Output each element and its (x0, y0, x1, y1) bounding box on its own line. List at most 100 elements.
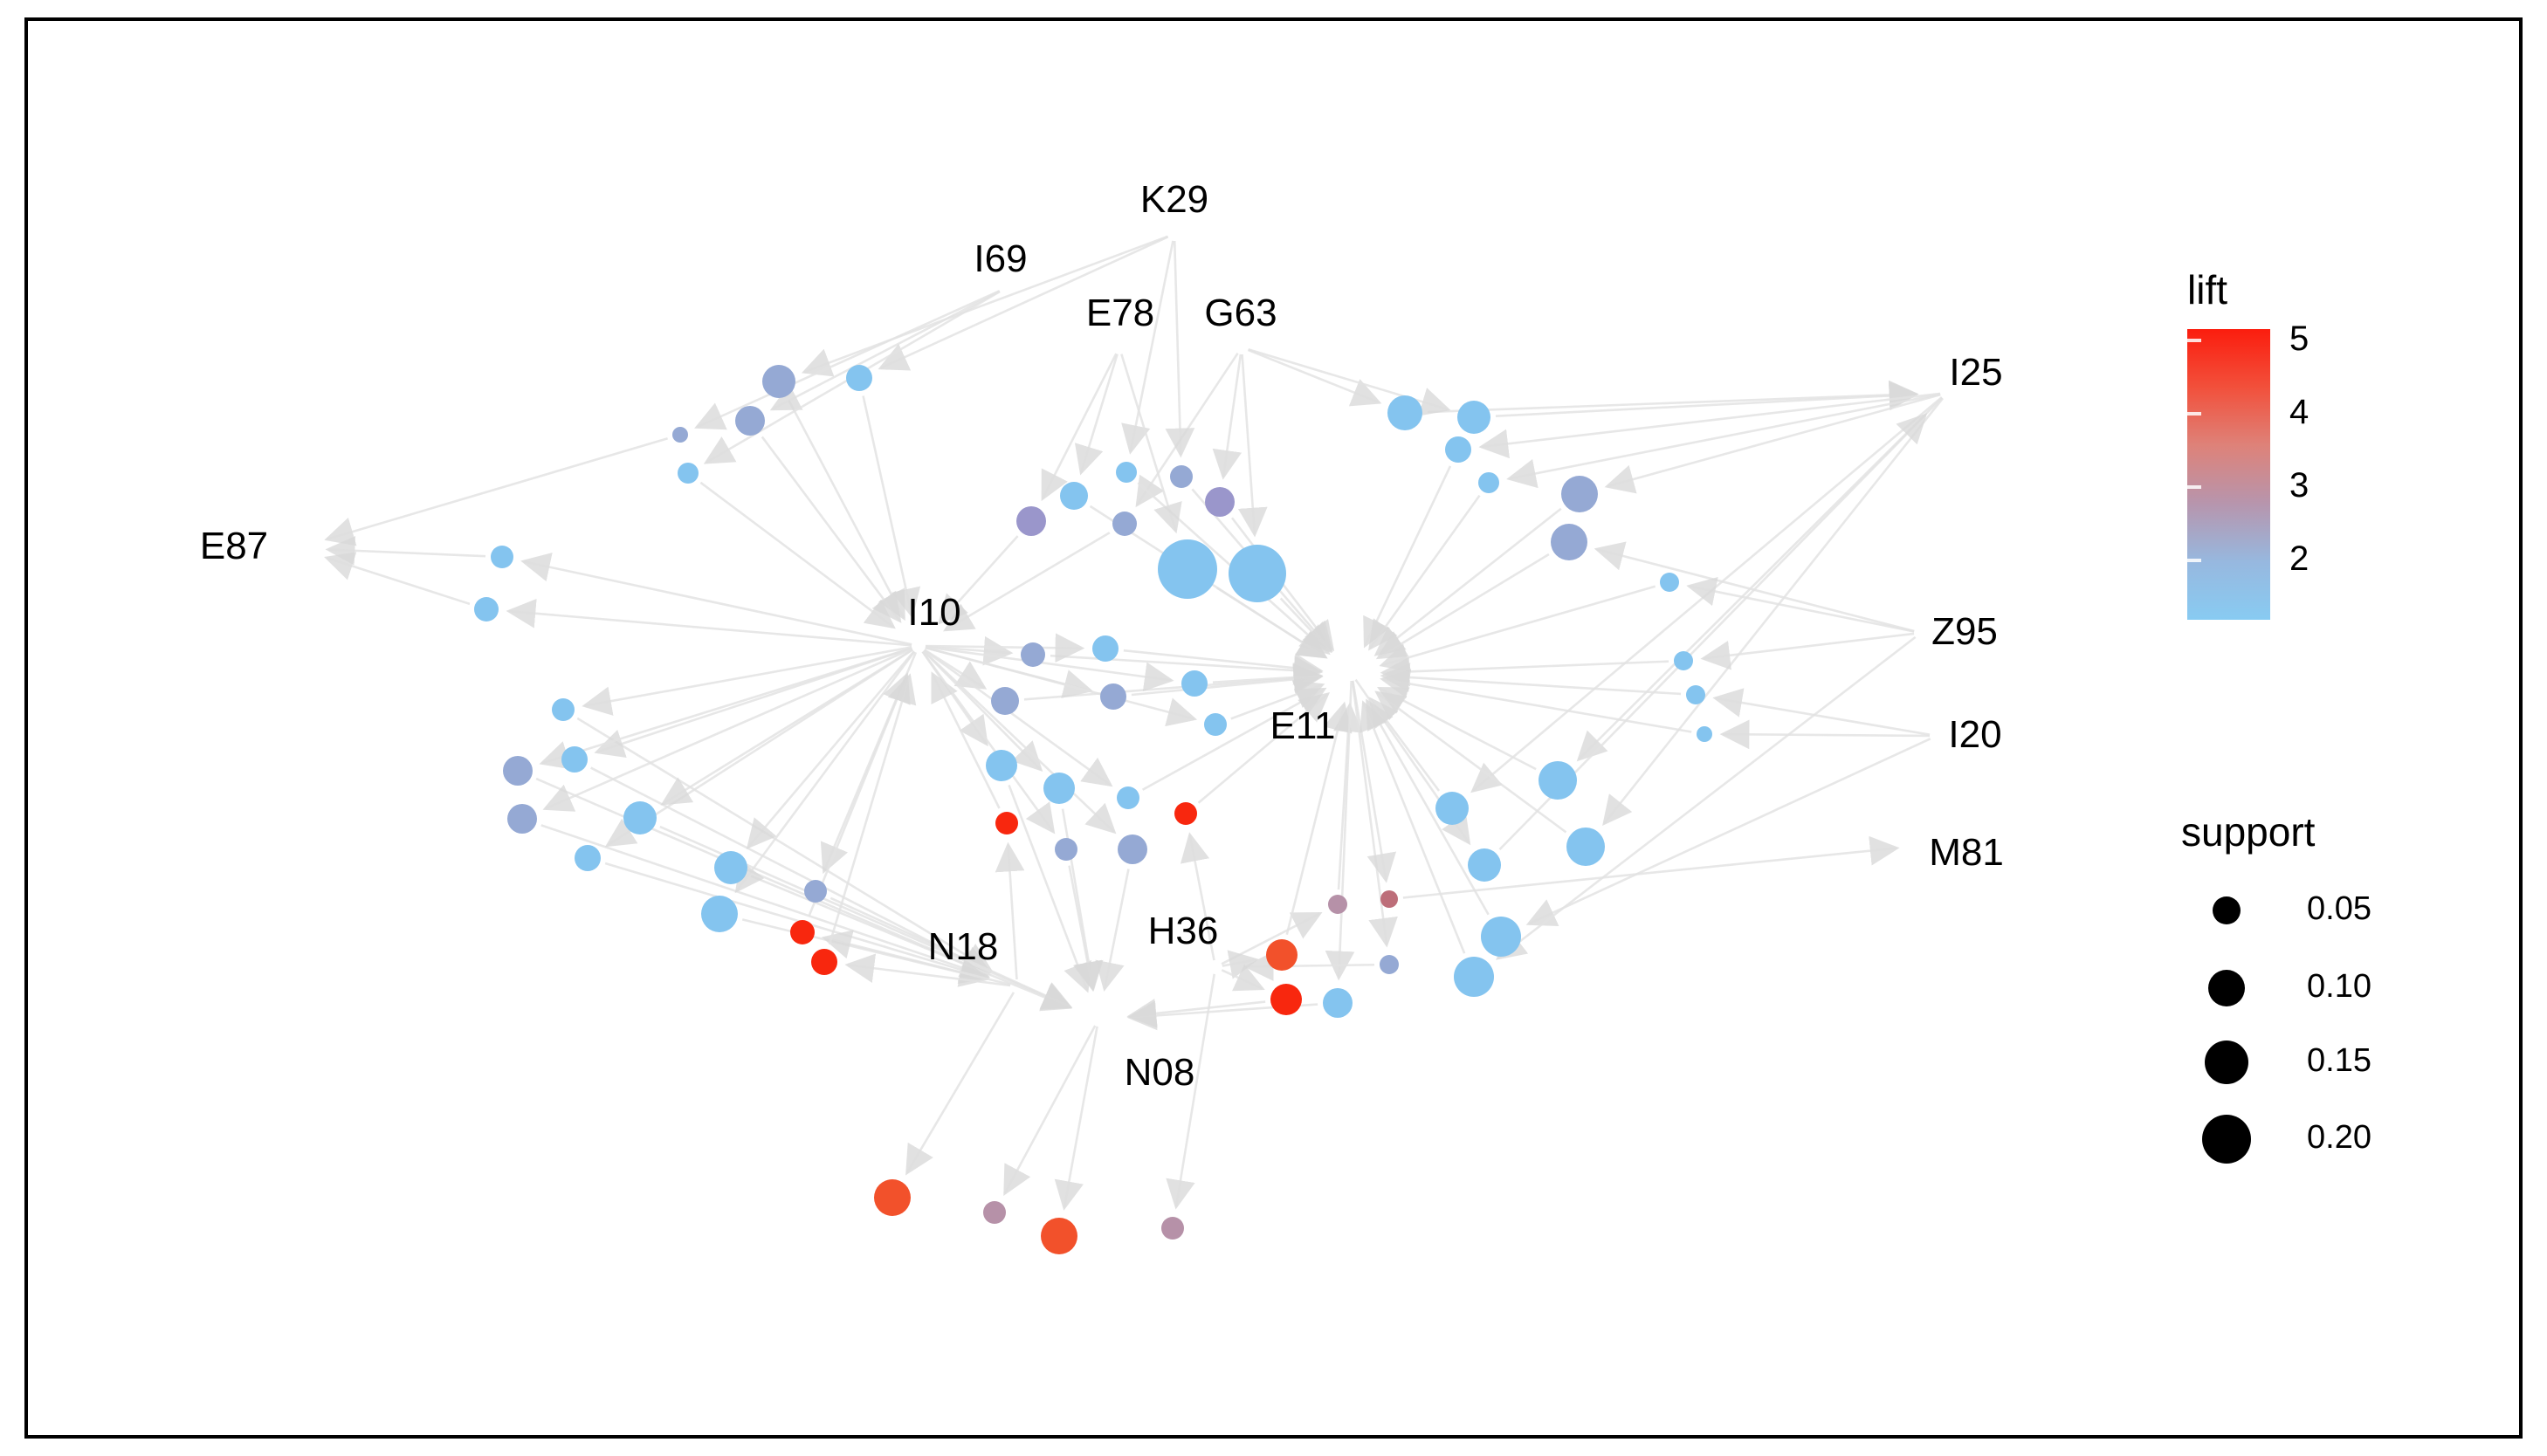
rule-node (503, 756, 533, 786)
rule-node (678, 463, 699, 484)
rule-node (1686, 685, 1705, 704)
rule-edge (1008, 784, 1092, 993)
rule-node (1660, 573, 1679, 592)
lift-tick-dash (2187, 559, 2201, 562)
rule-edge (1050, 654, 1324, 685)
rule-edge (1686, 576, 1915, 633)
rule-edge (1180, 832, 1215, 961)
rule-edge (1719, 719, 1931, 750)
lift-tick-dash (2187, 339, 2201, 342)
rule-edge (1123, 649, 1324, 683)
rule-edge (1243, 951, 1375, 981)
rule-edge (1700, 632, 1915, 670)
rule-node (1016, 506, 1046, 536)
rule-edge (995, 841, 1025, 980)
rule-edge (905, 992, 1015, 1176)
rule-edge (1380, 656, 1669, 687)
lift-tick-2: 2 (2289, 539, 2310, 578)
rule-edge (506, 598, 912, 647)
rule-edge (943, 532, 1111, 632)
rule-edge (1374, 690, 1567, 834)
item-label-I10: I10 (907, 591, 960, 634)
item-label-E11: E11 (1270, 704, 1335, 747)
rule-node (790, 920, 815, 944)
edges-layer (324, 235, 1945, 1211)
rule-edge (829, 896, 1073, 1009)
rule-node (811, 949, 837, 975)
rule-node (491, 546, 513, 568)
rule-node (1380, 955, 1399, 974)
rule-edge (1166, 973, 1215, 1210)
rule-edge (1068, 865, 1103, 992)
rule-node (1021, 642, 1045, 667)
rule-node (672, 427, 688, 443)
item-label-G63: G63 (1204, 292, 1277, 334)
rule-node (846, 365, 872, 391)
rule-node (1112, 512, 1137, 536)
lift-tick-5: 5 (2289, 319, 2310, 358)
rule-node (1445, 436, 1471, 463)
rule-edge (576, 717, 994, 972)
rule-node (1551, 524, 1587, 560)
rule-node (995, 812, 1018, 834)
rule-node (1270, 984, 1302, 1015)
support-legend-title: support (2181, 809, 2316, 855)
rule-edge (1375, 553, 1550, 660)
rule-node (1674, 651, 1693, 670)
rule-node (552, 698, 575, 721)
rule-edge (694, 290, 1001, 430)
lift-tick-dash (2187, 485, 2201, 489)
rule-node (561, 746, 588, 773)
rule-edge (828, 673, 917, 945)
rule-edge (1325, 680, 1355, 981)
rule-edge (788, 400, 905, 622)
rule-edge (1279, 597, 1332, 654)
rule-edge (761, 436, 902, 623)
rule-node (575, 845, 601, 871)
rule-node (991, 687, 1019, 715)
rule-edge (325, 535, 486, 566)
rule-edge (1478, 392, 1941, 459)
support-label-015: 0.15 (2307, 1042, 2371, 1079)
rule-edge (862, 395, 921, 619)
rule-node (474, 597, 499, 622)
rule-edge (808, 672, 911, 917)
support-dot-010 (2208, 970, 2245, 1006)
rule-node (1539, 761, 1577, 800)
rule-edge (1506, 393, 1941, 489)
rule-edge (1380, 663, 1682, 696)
item-label-M81: M81 (1929, 831, 2004, 874)
item-label-I20: I20 (1948, 713, 2001, 756)
rule-edge (1594, 541, 1915, 633)
lift-tick-3: 3 (2289, 466, 2310, 505)
item-label-K29: K29 (1140, 178, 1208, 221)
rule-edge (1221, 964, 1265, 992)
rule-node (701, 896, 738, 932)
rule-edge (1602, 397, 1945, 827)
rule-node (1435, 792, 1469, 825)
support-label-020: 0.20 (2307, 1119, 2371, 1156)
rule-edge (1379, 585, 1656, 672)
figure-border (24, 17, 2523, 1439)
item-label-E78: E78 (1086, 292, 1154, 334)
support-label-005: 0.05 (2307, 890, 2371, 927)
rule-node (1380, 890, 1398, 908)
lift-tick-dash (2187, 412, 2201, 416)
rule-edge (1041, 353, 1118, 502)
item-label-H36: H36 (1148, 910, 1219, 952)
rule-node (1328, 895, 1347, 914)
support-dot-020 (2202, 1115, 2251, 1164)
rule-node (1457, 401, 1490, 434)
rule-edge (1237, 354, 1268, 538)
rule-node (1468, 848, 1501, 882)
rule-node (1158, 539, 1217, 599)
rule-edge (1165, 240, 1195, 458)
rule-edge (1366, 698, 1490, 916)
rule-edge (1003, 1025, 1097, 1196)
rule-node (735, 406, 765, 436)
lift-colorbar (2187, 329, 2270, 620)
rule-node (1478, 472, 1499, 493)
rule-edge (1525, 738, 1931, 926)
